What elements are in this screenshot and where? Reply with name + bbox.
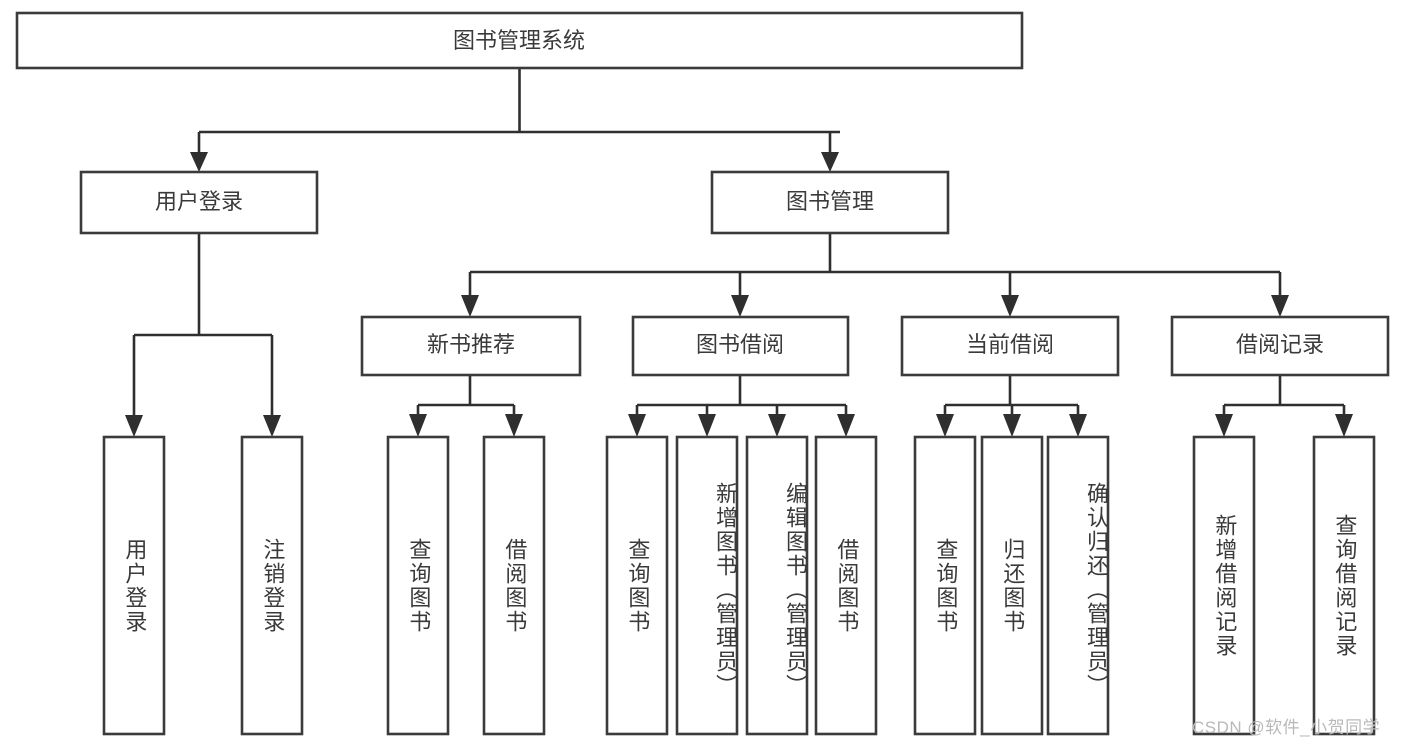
arrowhead-book-borrow	[731, 295, 749, 317]
node-current-borrow-box[interactable]	[900, 315, 1120, 377]
node-new-book-recommend[interactable]: 新书推荐	[360, 315, 582, 377]
csdn-watermark: CSDN @软件_小贺同学	[1192, 718, 1381, 737]
leaf-query-book-3-box[interactable]	[913, 435, 977, 736]
leaf-add-record-box[interactable]	[1192, 435, 1256, 736]
arrowhead-leaf-confirm-return	[1069, 414, 1087, 437]
leaf-confirm-return-box[interactable]	[1046, 435, 1110, 736]
arrowhead-leaf-query-book-2	[628, 414, 646, 437]
leaf-return-book-box[interactable]	[980, 435, 1044, 736]
arrowhead-book-management	[821, 152, 839, 172]
node-book-management-box[interactable]	[710, 170, 950, 235]
node-current-borrow-label: 当前借阅	[966, 332, 1054, 357]
node-borrow-record-box[interactable]	[1170, 315, 1390, 377]
node-user-login-label: 用户登录	[155, 189, 243, 214]
node-root-box[interactable]	[15, 11, 1024, 70]
leaf-boxes	[102, 435, 1376, 736]
arrowhead-leaf-logout	[263, 415, 281, 437]
node-root-label: 图书管理系统	[453, 28, 585, 53]
leaf-logout-box[interactable]	[240, 435, 304, 736]
arrowhead-leaf-user-login	[125, 415, 143, 437]
arrowhead-leaf-add-record	[1215, 414, 1233, 437]
node-user-login[interactable]: 用户登录	[79, 170, 319, 235]
node-book-borrow-box[interactable]	[631, 315, 850, 377]
node-current-borrow[interactable]: 当前借阅	[900, 315, 1120, 377]
node-book-borrow-label: 图书借阅	[696, 332, 784, 357]
node-book-borrow[interactable]: 图书借阅	[631, 315, 850, 377]
arrowhead-leaf-borrow-book-1	[505, 414, 523, 437]
leaf-add-book-box[interactable]	[675, 435, 739, 736]
node-user-login-box[interactable]	[79, 170, 319, 235]
arrowhead-leaf-return-book	[1003, 414, 1021, 437]
node-borrow-record-label: 借阅记录	[1236, 332, 1324, 357]
leaf-query-book-1-box[interactable]	[386, 435, 450, 736]
arrowhead-leaf-query-book-1	[409, 414, 427, 437]
node-book-management[interactable]: 图书管理	[710, 170, 950, 235]
arrowhead-new-book-recommend	[461, 295, 479, 317]
leaf-borrow-book-2-box[interactable]	[814, 435, 878, 736]
connectors	[125, 68, 1353, 437]
arrowhead-user-login	[190, 152, 208, 172]
arrowhead-borrow-record	[1271, 295, 1289, 317]
arrowhead-leaf-query-record	[1335, 414, 1353, 437]
arrowhead-leaf-query-book-3	[936, 414, 954, 437]
leaf-query-book-2-box[interactable]	[605, 435, 669, 736]
arrowhead-leaf-add-book	[698, 414, 716, 437]
leaf-edit-book-box[interactable]	[745, 435, 809, 736]
leaf-user-login-box[interactable]	[102, 435, 166, 736]
node-borrow-record[interactable]: 借阅记录	[1170, 315, 1390, 377]
leaf-borrow-book-1-box[interactable]	[482, 435, 546, 736]
arrowhead-leaf-edit-book	[768, 414, 786, 437]
arrowhead-leaf-borrow-book-2	[837, 414, 855, 437]
leaf-query-record-box[interactable]	[1312, 435, 1376, 736]
node-book-management-label: 图书管理	[786, 189, 874, 214]
node-root[interactable]: 图书管理系统	[15, 11, 1024, 70]
arrowhead-current-borrow	[1001, 295, 1019, 317]
node-new-book-recommend-label: 新书推荐	[427, 332, 515, 357]
node-new-book-recommend-box[interactable]	[360, 315, 582, 377]
